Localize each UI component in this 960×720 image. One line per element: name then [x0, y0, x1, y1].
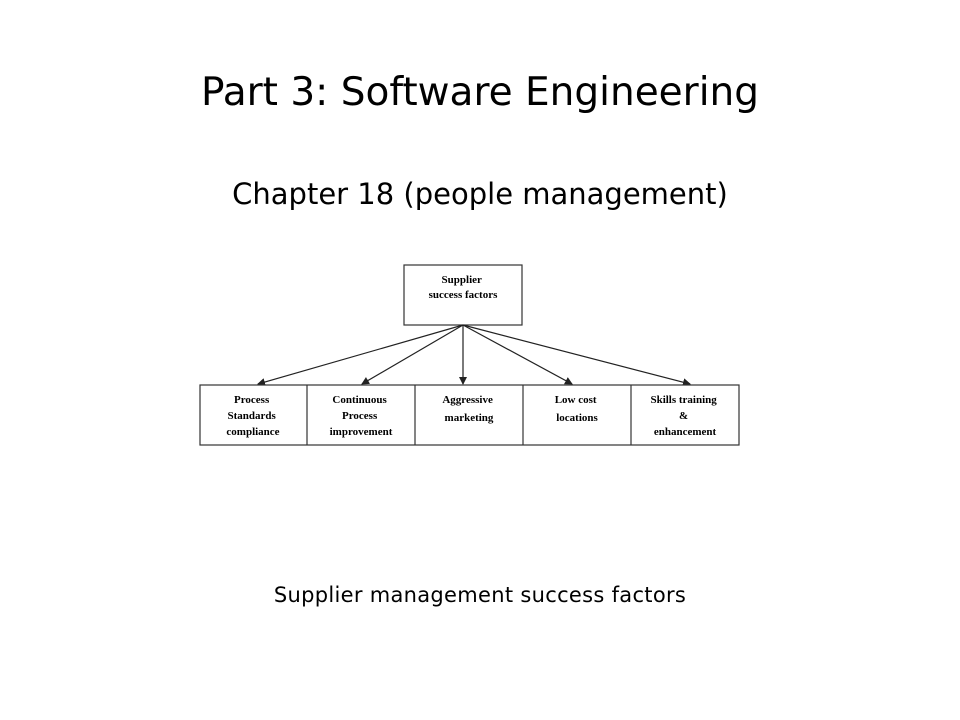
child-1-line-1: Process	[234, 394, 270, 406]
svg-text:Low cost locations: Low cost locations	[555, 394, 600, 424]
child-row-frame	[199, 384, 740, 446]
svg-text:Continuous Process: Continuous Process improvement	[330, 394, 393, 438]
slide-title: Part 3: Software Engineering	[200, 70, 760, 115]
child-5-line-3: enhancement	[654, 426, 717, 438]
slide-subtitle: Chapter 18 (people management)	[232, 177, 728, 211]
child-node-low-cost: Low cost locations	[555, 385, 632, 445]
child-1-line-2: Standards	[227, 410, 276, 422]
child-node-skills-training: Skills training & enhancement	[650, 394, 719, 438]
svg-text:Process Standards: Process Standards compliance	[226, 394, 279, 438]
child-2-line-3: improvement	[330, 426, 393, 438]
child-node-process-standards: Process Standards compliance	[226, 385, 308, 445]
connectors	[257, 324, 691, 387]
child-3-line-1: Aggressive	[442, 394, 493, 406]
connector-process-standards	[257, 324, 464, 386]
root-line-1: Supplier	[442, 274, 482, 286]
svg-text:Supplier success factors: Supplier success factors	[429, 274, 498, 301]
connector-continuous-process	[361, 324, 464, 385]
connector-skills-training	[462, 324, 691, 387]
child-2-line-1: Continuous	[332, 394, 387, 406]
child-5-line-2: &	[679, 410, 688, 422]
root-node: Supplier success factors	[403, 264, 523, 326]
root-line-2: success factors	[429, 289, 498, 301]
child-5-line-1: Skills training	[650, 394, 717, 406]
svg-text:Aggressive marketing: Aggressive marketing	[442, 394, 495, 424]
child-1-line-3: compliance	[226, 426, 279, 438]
connector-low-cost	[462, 324, 573, 385]
child-2-line-2: Process	[342, 410, 378, 422]
child-4-line-2: locations	[556, 412, 598, 424]
child-node-aggressive-marketing: Aggressive marketing	[442, 385, 524, 445]
svg-text:Skills training &: Skills training & enhancement	[650, 394, 719, 438]
child-4-line-1: Low cost	[555, 394, 597, 406]
figure-caption: Supplier management success factors	[273, 583, 687, 607]
child-3-line-2: marketing	[445, 412, 494, 424]
child-node-continuous-process: Continuous Process improvement	[330, 385, 416, 445]
